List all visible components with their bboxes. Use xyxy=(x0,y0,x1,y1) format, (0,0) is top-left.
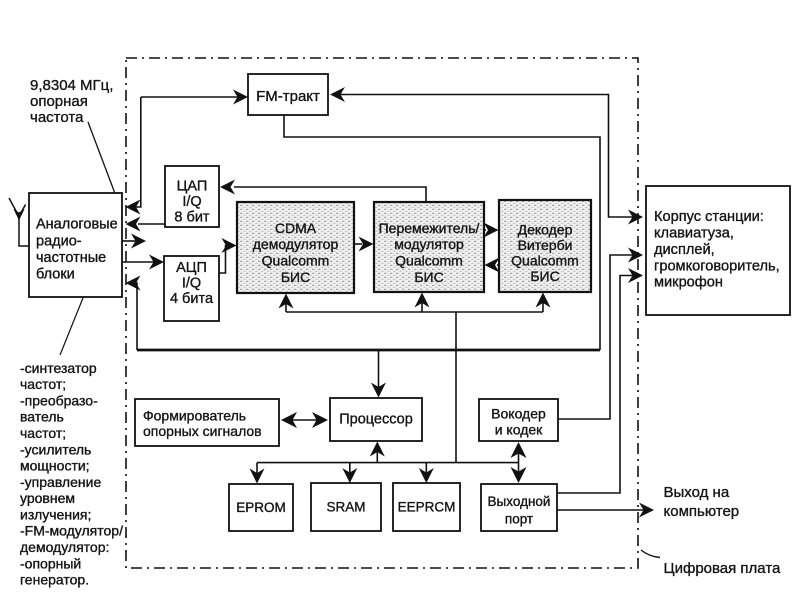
svg-text:-преобразо-: -преобразо- xyxy=(20,393,98,409)
svg-text:громкоговоритель,: громкоговоритель, xyxy=(654,258,780,274)
svg-text:-FM-модулятор/: -FM-модулятор/ xyxy=(20,523,123,539)
svg-text:блоки: блоки xyxy=(36,267,75,283)
svg-text:генератор.: генератор. xyxy=(20,572,89,588)
svg-text:8 бит: 8 бит xyxy=(174,209,209,225)
svg-text:Выходной: Выходной xyxy=(488,494,551,509)
svg-text:Qualcomm: Qualcomm xyxy=(262,253,330,269)
svg-text:мощности;: мощности; xyxy=(20,458,90,474)
svg-text:Аналоговые: Аналоговые xyxy=(36,217,118,233)
svg-text:БИС: БИС xyxy=(530,268,559,284)
svg-text:-усилитель: -усилитель xyxy=(20,441,91,457)
svg-text:EEPRCM: EEPRCM xyxy=(398,500,456,515)
svg-text:Выход на: Выход на xyxy=(664,484,730,501)
svg-text:Цифровая плата: Цифровая плата xyxy=(664,560,782,577)
svg-text:Вокодер: Вокодер xyxy=(491,405,546,421)
svg-text:SRAM: SRAM xyxy=(326,500,365,515)
svg-text:опорная: опорная xyxy=(30,93,88,110)
svg-text:частотные: частотные xyxy=(36,250,106,266)
svg-text:4 бита: 4 бита xyxy=(170,291,214,307)
svg-text:Декодер: Декодер xyxy=(518,221,573,237)
svg-text:I/Q: I/Q xyxy=(182,194,201,210)
svg-text:9,8304 МГц,: 9,8304 МГц, xyxy=(30,77,113,94)
svg-text:ЦАП: ЦАП xyxy=(177,179,208,195)
svg-text:излучения;: излучения; xyxy=(20,506,91,522)
svg-text:частот;: частот; xyxy=(20,376,66,392)
svg-text:CDMA: CDMA xyxy=(275,220,317,236)
svg-text:порт: порт xyxy=(505,512,533,527)
svg-text:и кодек: и кодек xyxy=(495,421,543,437)
svg-text:частота: частота xyxy=(30,109,84,126)
svg-text:-синтезатор: -синтезатор xyxy=(20,360,97,376)
svg-text:I/Q: I/Q xyxy=(182,276,201,292)
svg-text:-управление: -управление xyxy=(20,474,101,490)
svg-text:Qualcomm: Qualcomm xyxy=(511,252,579,268)
svg-text:АЦП: АЦП xyxy=(176,260,207,276)
svg-text:демодулятор:: демодулятор: xyxy=(20,539,109,555)
svg-text:EPROM: EPROM xyxy=(236,500,286,515)
svg-text:ватель: ватель xyxy=(20,409,64,425)
svg-text:микрофон: микрофон xyxy=(654,275,723,291)
svg-text:Перемежитель/: Перемежитель/ xyxy=(379,220,480,236)
svg-text:FM-тракт: FM-тракт xyxy=(256,88,320,105)
svg-text:демодулятор: демодулятор xyxy=(253,236,339,252)
svg-text:уровнем: уровнем xyxy=(20,490,75,506)
svg-text:дисплей,: дисплей, xyxy=(654,242,715,258)
svg-text:БИС: БИС xyxy=(414,269,443,285)
svg-text:компьютер: компьютер xyxy=(664,503,740,520)
svg-text:Qualcomm: Qualcomm xyxy=(395,253,463,269)
svg-text:Процессор: Процессор xyxy=(339,412,413,428)
svg-text:-опорный: -опорный xyxy=(20,555,81,571)
svg-text:опорных сигналов: опорных сигналов xyxy=(143,423,262,439)
svg-text:радио-: радио- xyxy=(36,233,82,249)
svg-text:Витерби: Витерби xyxy=(518,237,573,253)
svg-text:частот;: частот; xyxy=(20,425,66,441)
svg-text:Формирователь: Формирователь xyxy=(143,407,246,423)
svg-text:клавиатуза,: клавиатуза, xyxy=(654,226,734,242)
svg-text:Корпус станции:: Корпус станции: xyxy=(654,209,764,225)
svg-text:БИС: БИС xyxy=(281,269,310,285)
svg-text:модулятор: модулятор xyxy=(394,236,464,252)
